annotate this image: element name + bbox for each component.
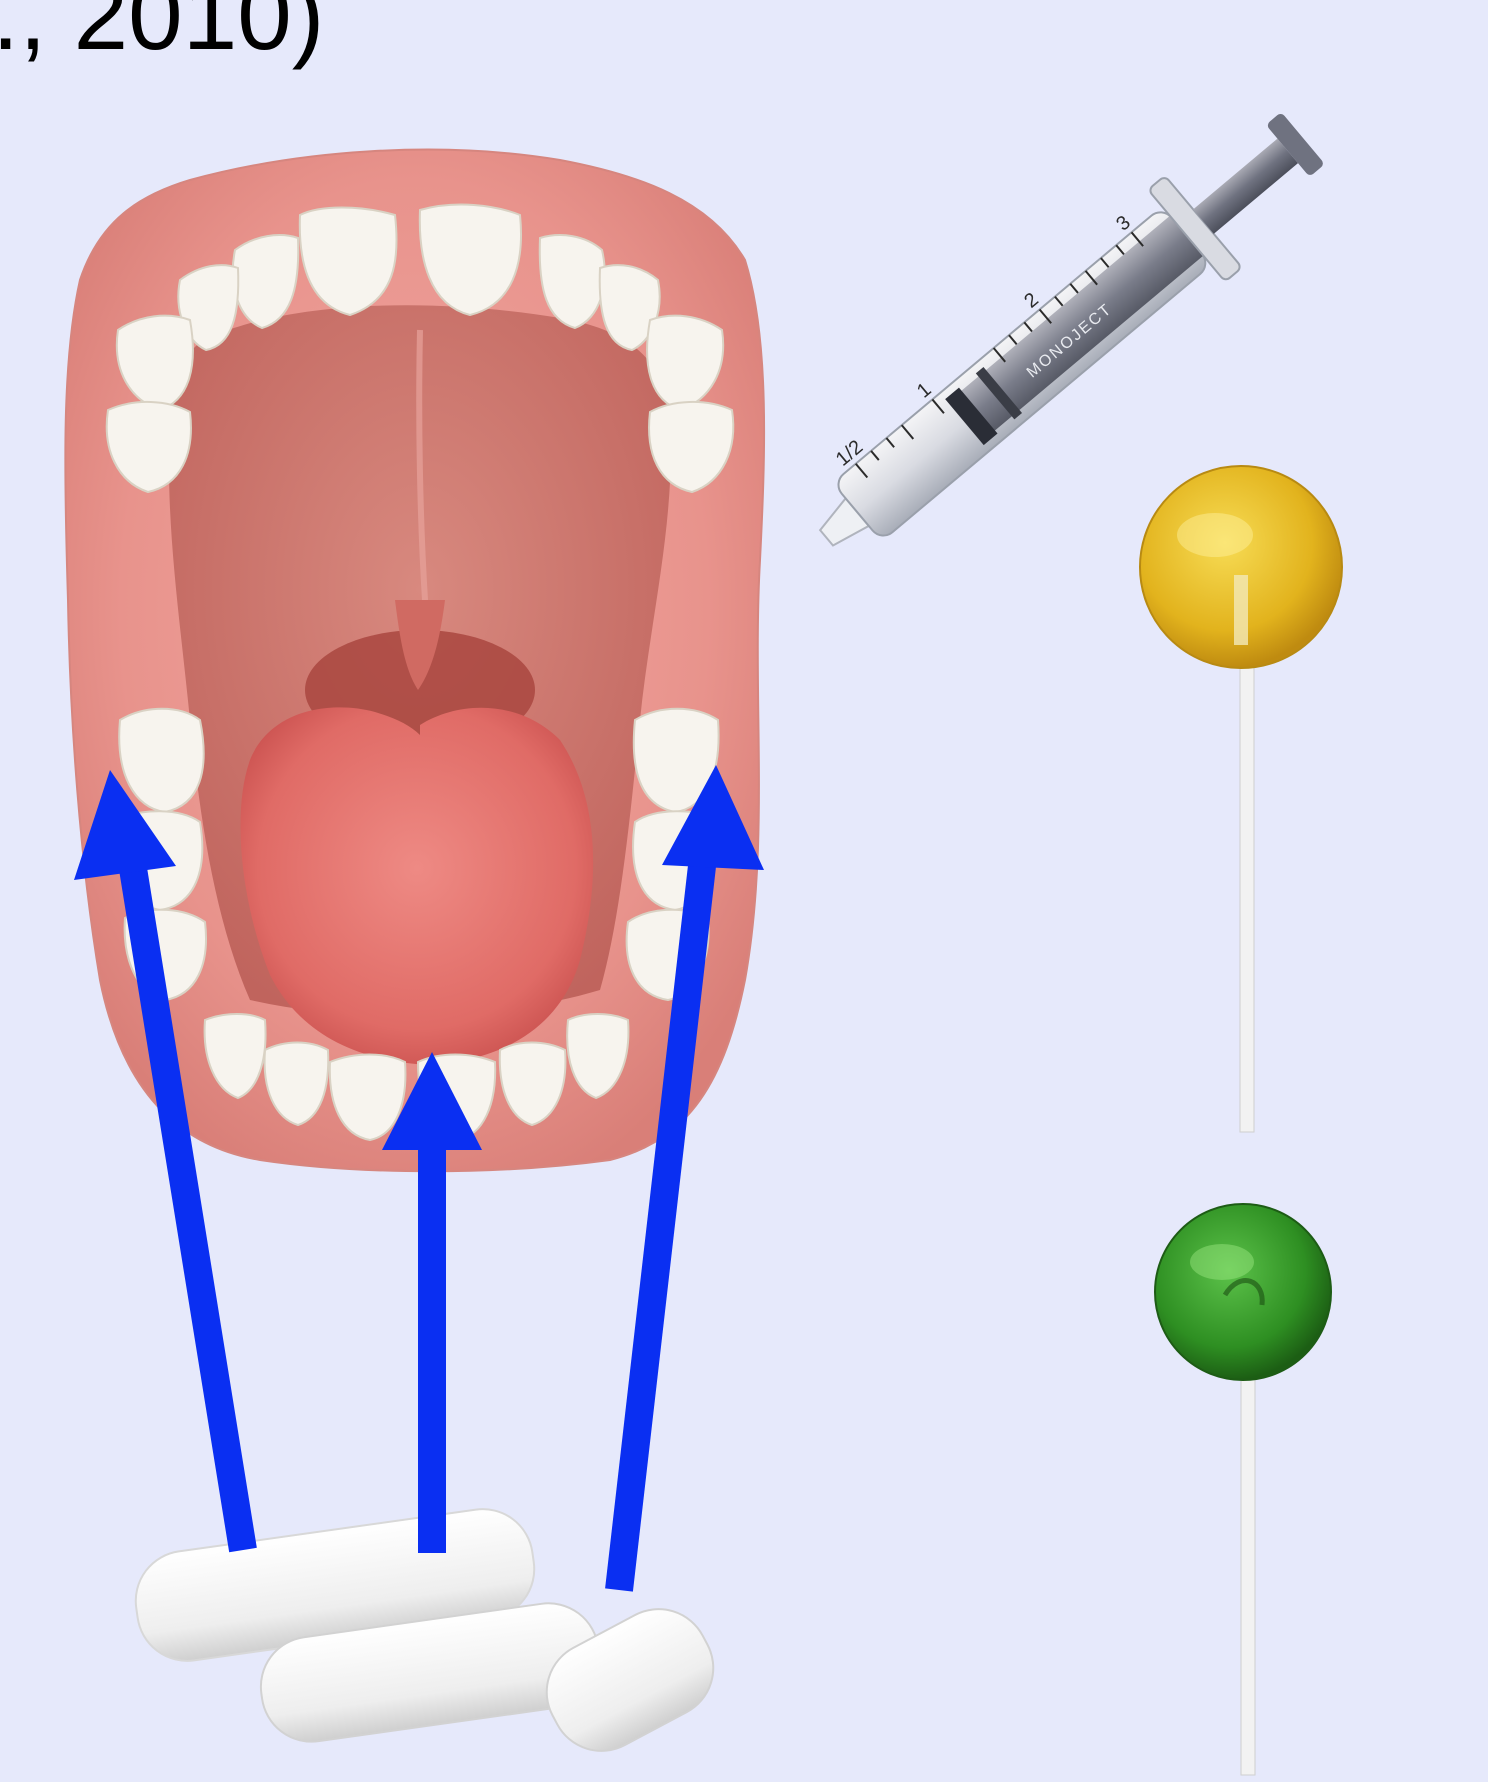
green-lollipop — [1155, 1204, 1331, 1775]
arrow-center — [382, 1052, 482, 1553]
yellow-lollipop — [1140, 466, 1342, 1132]
